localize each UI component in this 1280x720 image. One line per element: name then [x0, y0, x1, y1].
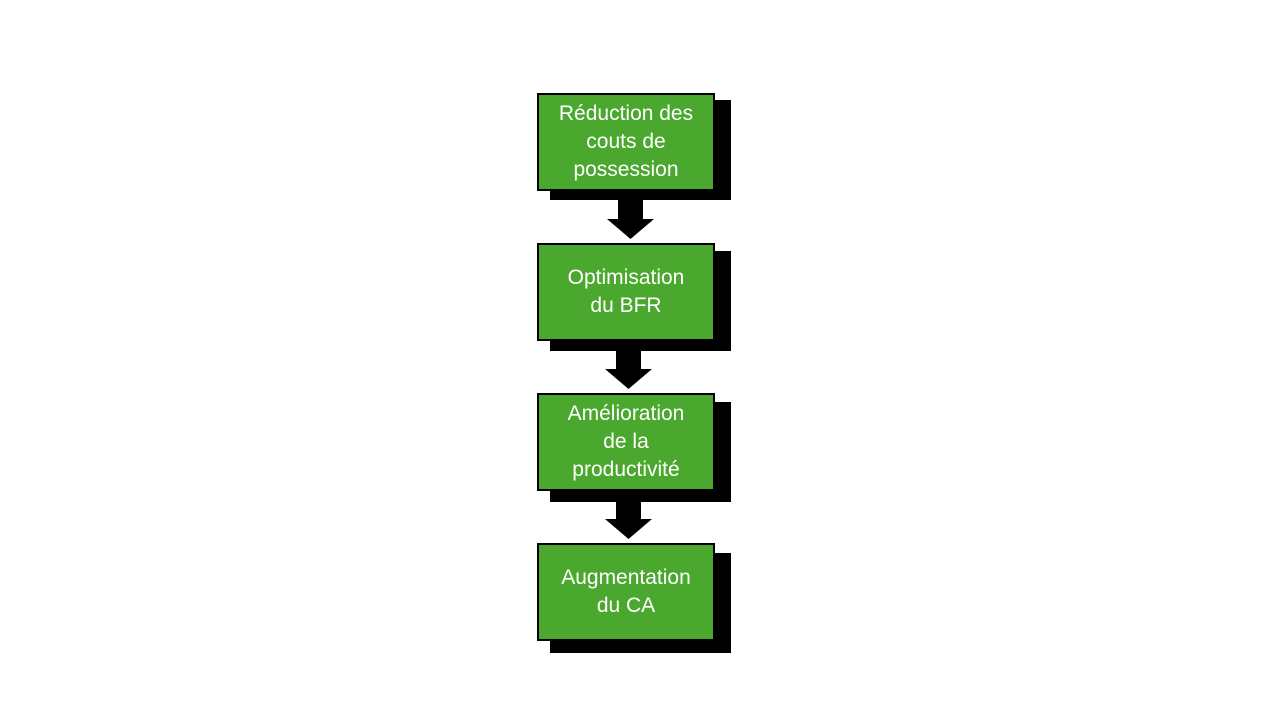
arrow-3-shape — [605, 499, 652, 539]
arrow-1-shape — [607, 199, 654, 239]
step-1-box: Réduction des couts de possession — [537, 93, 715, 191]
step-2-box: Optimisation du BFR — [537, 243, 715, 341]
step-4-box: Augmentation du CA — [537, 543, 715, 641]
step-3-box: Amélioration de la productivité — [537, 393, 715, 491]
arrow-down-icon — [605, 499, 652, 539]
arrow-2-shape — [605, 349, 652, 389]
arrow-down-icon — [607, 199, 654, 239]
arrow-down-icon — [605, 349, 652, 389]
